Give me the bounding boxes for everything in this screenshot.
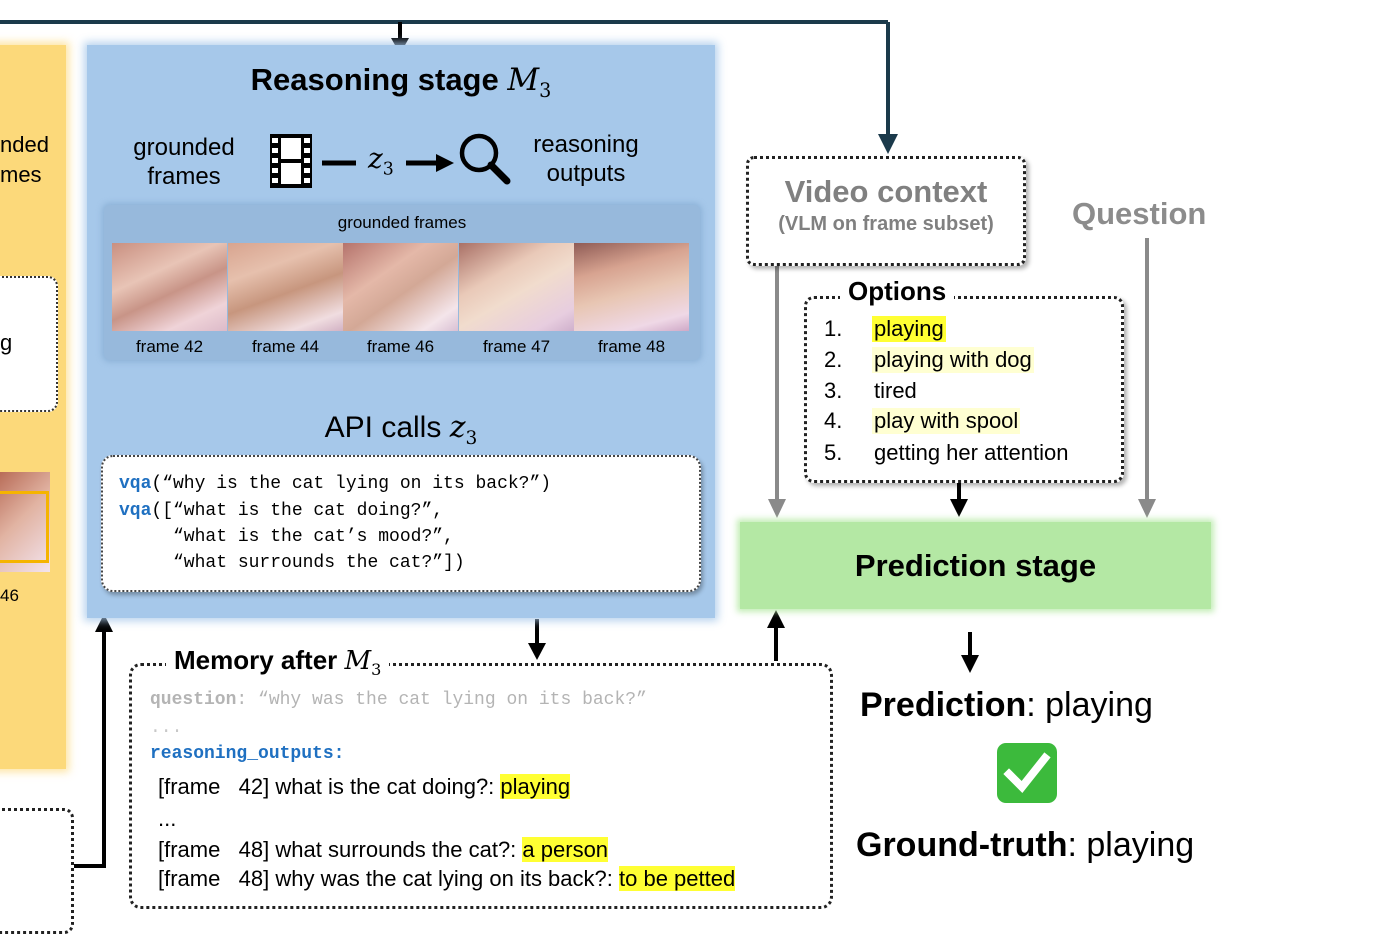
memory-reasoning-outputs-key: reasoning_outputs:	[150, 744, 345, 764]
option-number: 2.	[824, 347, 843, 372]
memory-output-line: [frame 48] what surrounds the cat?: a pe…	[158, 837, 609, 862]
option-number: 1.	[824, 316, 843, 341]
code-line: “what is the cat’s mood?”,	[119, 527, 454, 547]
frame-caption: frame 47	[482, 337, 551, 356]
option-text: playing	[872, 316, 946, 342]
arrow-reasoning-to-memory	[528, 643, 546, 660]
white-check-mark-icon	[997, 743, 1057, 803]
frame-image	[343, 243, 458, 331]
prediction-result: Prediction: playing	[860, 686, 1153, 724]
arrow-options-to-prediction	[950, 499, 968, 517]
option-number: 3.	[824, 378, 843, 403]
prediction-stage-panel	[740, 522, 1211, 609]
video-context-box	[746, 156, 1026, 266]
arrow-to-prediction-result	[961, 655, 979, 673]
options-title: Options	[840, 276, 955, 307]
memory-question: question: “why was the cat lying on its …	[150, 690, 647, 710]
previous-stage-frame-highlight	[0, 491, 49, 563]
frame-image	[459, 243, 574, 331]
memory-output-line: [frame 42] what is the cat doing?: playi…	[158, 774, 571, 799]
frame-caption: frame 46	[366, 337, 435, 356]
film-strip-icon	[270, 134, 312, 188]
frame-image	[112, 243, 227, 331]
frame-caption: frame 48	[597, 337, 666, 356]
magnifier-icon	[459, 133, 511, 185]
prediction-stage-label: Prediction stage	[854, 548, 1097, 583]
video-context-subtitle: (VLM on frame subset)	[778, 213, 994, 235]
arrow-memory-to-prediction	[767, 610, 785, 628]
option-text: tired	[874, 378, 917, 403]
code-line: vqa(“why is the cat lying on its back?”)	[119, 474, 552, 494]
option-text: getting her attention	[874, 440, 1069, 465]
frame-image	[574, 243, 689, 331]
code-line: “what surrounds the cat?”])	[119, 553, 465, 573]
frame-caption: frame 44	[251, 337, 320, 356]
option-number: 5.	[824, 440, 843, 465]
video-context-title: Video context	[784, 174, 988, 209]
options-box	[804, 296, 1124, 483]
reasoning-outputs-label: reasoning outputs	[533, 131, 639, 187]
pipeline-arrow	[322, 154, 454, 172]
option-text: playing with dog	[872, 347, 1034, 373]
arrow-into-video-context	[878, 134, 898, 154]
ground-truth-result: Ground-truth: playing	[856, 826, 1195, 864]
previous-stage-label: nded mes	[0, 132, 49, 187]
question-label: Question	[1072, 196, 1207, 231]
reasoning-stage-title: Reasoning stage M3	[250, 62, 552, 103]
frame-image	[228, 243, 343, 331]
frame-caption: frame 42	[135, 337, 204, 356]
api-calls-label: API calls z3	[324, 410, 478, 449]
grounded-frames-panel-title: grounded frames	[337, 213, 467, 232]
memory-title: Memory after M3	[166, 645, 390, 680]
program-z3-label: z3	[368, 142, 394, 180]
memory-output-line: [frame 48] why was the cat lying on its …	[158, 866, 736, 891]
grounded-frames-label: grounded frames	[133, 134, 235, 190]
previous-stage-box	[0, 276, 58, 412]
previous-stage-box-text: g	[0, 330, 13, 355]
memory-ellipsis: ...	[150, 718, 183, 738]
previous-memory-box	[0, 808, 74, 934]
code-line: vqa([“what is the cat doing?”,	[119, 501, 444, 521]
arrow-video-context-to-prediction	[768, 499, 786, 518]
previous-stage-frame-caption: 46	[0, 586, 19, 605]
option-text: play with spool	[872, 408, 1021, 434]
memory-output-line: ...	[158, 806, 177, 831]
api-calls-code-box	[101, 455, 701, 592]
arrow-question-to-prediction	[1138, 499, 1156, 518]
previous-stage-frame-image	[0, 472, 50, 572]
option-number: 4.	[824, 408, 843, 433]
arrow-into-reasoning-bottom	[95, 614, 113, 632]
